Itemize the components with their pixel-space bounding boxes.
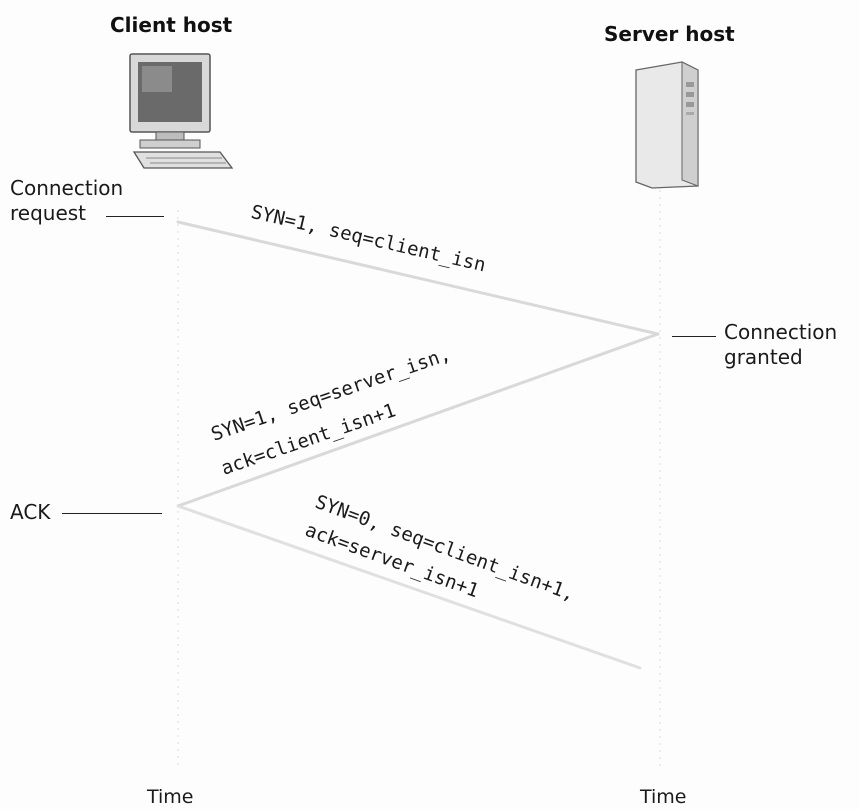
desktop-computer-icon: [129, 53, 234, 169]
client-host-title: Client host: [110, 13, 233, 37]
connection-granted-line1: Connection: [724, 320, 838, 344]
client-time-label: Time: [147, 786, 194, 808]
ack-leader: [62, 513, 162, 514]
ack-arrow: [176, 504, 642, 670]
connection-request-label: Connection request: [10, 176, 123, 226]
connection-request-leader: [106, 216, 164, 217]
connection-request-line2: request: [10, 201, 87, 225]
connection-granted-leader: [672, 336, 716, 337]
server-host-title: Server host: [604, 22, 735, 46]
synack-arrow: [176, 332, 660, 508]
connection-granted-line2: granted: [724, 345, 803, 369]
server-time-label: Time: [640, 786, 687, 808]
syn-arrow: [176, 220, 660, 336]
server-tower-icon: [635, 61, 699, 189]
connection-request-line1: Connection: [10, 176, 124, 200]
connection-granted-label: Connection granted: [724, 320, 837, 370]
ack-label: ACK: [10, 500, 51, 524]
